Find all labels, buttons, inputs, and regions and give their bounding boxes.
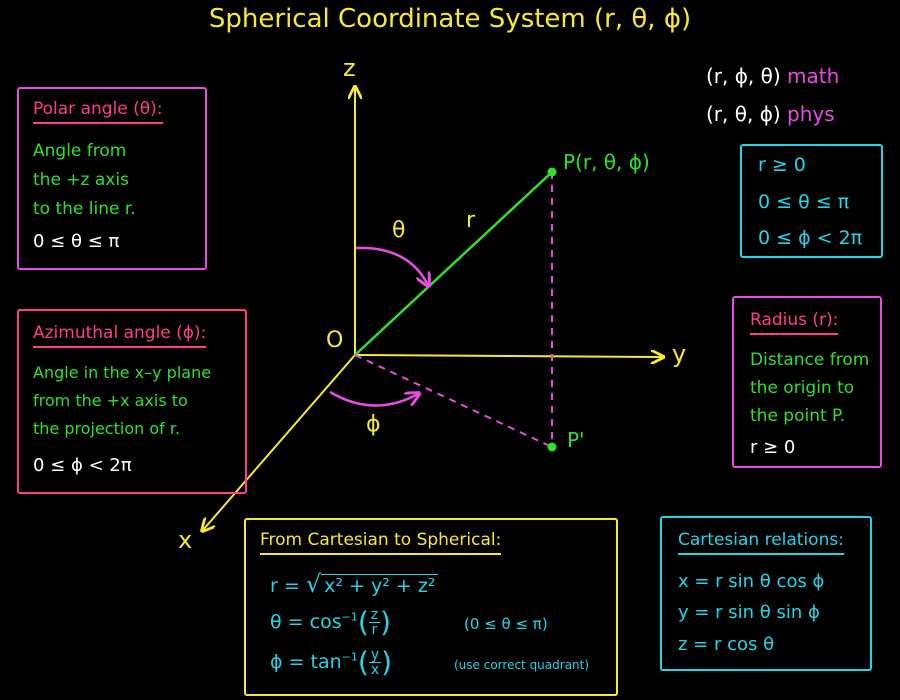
origin-label: O [326, 328, 344, 353]
polar-desc-line: Angle from [33, 141, 127, 161]
azimuthal-angle-box: Azimuthal angle (ϕ): Angle in the x–y pl… [17, 309, 247, 494]
projection-line [354, 354, 553, 448]
polar-range: 0 ≤ θ ≤ π [33, 231, 120, 252]
math-convention: (r, ϕ, θ) math [706, 64, 839, 88]
radius-desc-line: the origin to [750, 378, 855, 398]
x-axis [203, 354, 356, 530]
point-p-prime [547, 442, 557, 452]
close-paren: ) [380, 605, 392, 639]
x-axis-label: x [178, 526, 193, 554]
phi-denominator: x [370, 662, 380, 678]
phi-label: ϕ [366, 412, 381, 437]
point-p-prime-label: P' [567, 428, 585, 452]
azimuthal-desc-line: the projection of r. [33, 419, 181, 438]
math-label: math [787, 64, 840, 88]
close-paren: ) [381, 645, 393, 679]
phi-numerator: y [368, 647, 382, 663]
open-paren: ( [357, 645, 369, 679]
range-line: r ≥ 0 [758, 154, 806, 176]
phi-inverse: −1 [341, 650, 358, 664]
page-title: Spherical Coordinate System (r, θ, ϕ) [208, 4, 692, 34]
polar-desc-line: the +z axis [33, 170, 129, 190]
cartesian-relations-heading: Cartesian relations: [678, 530, 844, 555]
phi-arc [329, 390, 418, 407]
theta-label: θ [392, 218, 406, 243]
phys-convention: (r, θ, ϕ) phys [706, 102, 835, 126]
math-order: (r, ϕ, θ) [706, 64, 781, 88]
radius-range: r ≥ 0 [750, 437, 796, 458]
relation-line: y = r sin θ sin ϕ [678, 602, 820, 623]
radius-line [354, 171, 553, 356]
relation-line: z = r cos θ [678, 634, 775, 655]
theta-denominator: r [371, 622, 378, 638]
theta-numerator: z [368, 607, 381, 623]
cartesian-to-spherical-heading: From Cartesian to Spherical: [260, 530, 502, 555]
radius-desc-line: Distance from [750, 350, 870, 370]
point-p-label: P(r, θ, ϕ) [563, 150, 650, 174]
theta-formula-lhs: θ = cos [270, 611, 342, 633]
range-line: 0 ≤ ϕ < 2π [758, 227, 863, 249]
polar-angle-box: Polar angle (θ): Angle from the +z axis … [17, 87, 207, 270]
theta-inverse: −1 [341, 610, 358, 624]
y-axis-label: y [672, 340, 687, 368]
theta-arc [355, 246, 428, 285]
radius-heading: Radius (r): [750, 310, 839, 335]
sqrt-symbol: √ [305, 570, 322, 598]
phys-order: (r, θ, ϕ) [706, 102, 781, 126]
phi-note: (use correct quadrant) [454, 658, 590, 672]
azimuthal-desc-line: from the +x axis to [33, 391, 188, 410]
radius-desc-line: the point P. [750, 406, 846, 426]
azimuthal-range: 0 ≤ ϕ < 2π [33, 455, 132, 476]
r-formula-lhs: r = [270, 575, 306, 597]
relation-line: x = r sin θ cos ϕ [678, 571, 825, 592]
r-label: r [466, 208, 476, 233]
cartesian-relations-box: Cartesian relations: x = r sin θ cos ϕ y… [660, 516, 872, 671]
r-formula: r = √x² + y² + z² [270, 570, 439, 598]
polar-desc-line: to the line r. [33, 199, 136, 219]
cartesian-to-spherical-box: From Cartesian to Spherical: r = √x² + y… [244, 518, 618, 696]
polar-angle-heading: Polar angle (θ): [33, 99, 163, 124]
range-line: 0 ≤ θ ≤ π [758, 191, 850, 213]
azimuthal-angle-heading: Azimuthal angle (ϕ): [33, 323, 207, 348]
y-axis [354, 355, 662, 357]
phys-label: phys [787, 102, 835, 126]
open-paren: ( [357, 605, 369, 639]
point-p [547, 167, 557, 177]
theta-note: (0 ≤ θ ≤ π) [464, 615, 548, 633]
phi-formula-lhs: ϕ = tan [270, 651, 342, 673]
r-formula-radicand: x² + y² + z² [321, 574, 439, 597]
z-axis-label: z [343, 54, 356, 82]
radius-box: Radius (r): Distance from the origin to … [732, 296, 882, 468]
azimuthal-desc-line: Angle in the x–y plane [33, 363, 212, 382]
ranges-box: r ≥ 0 0 ≤ θ ≤ π 0 ≤ ϕ < 2π [740, 144, 883, 258]
